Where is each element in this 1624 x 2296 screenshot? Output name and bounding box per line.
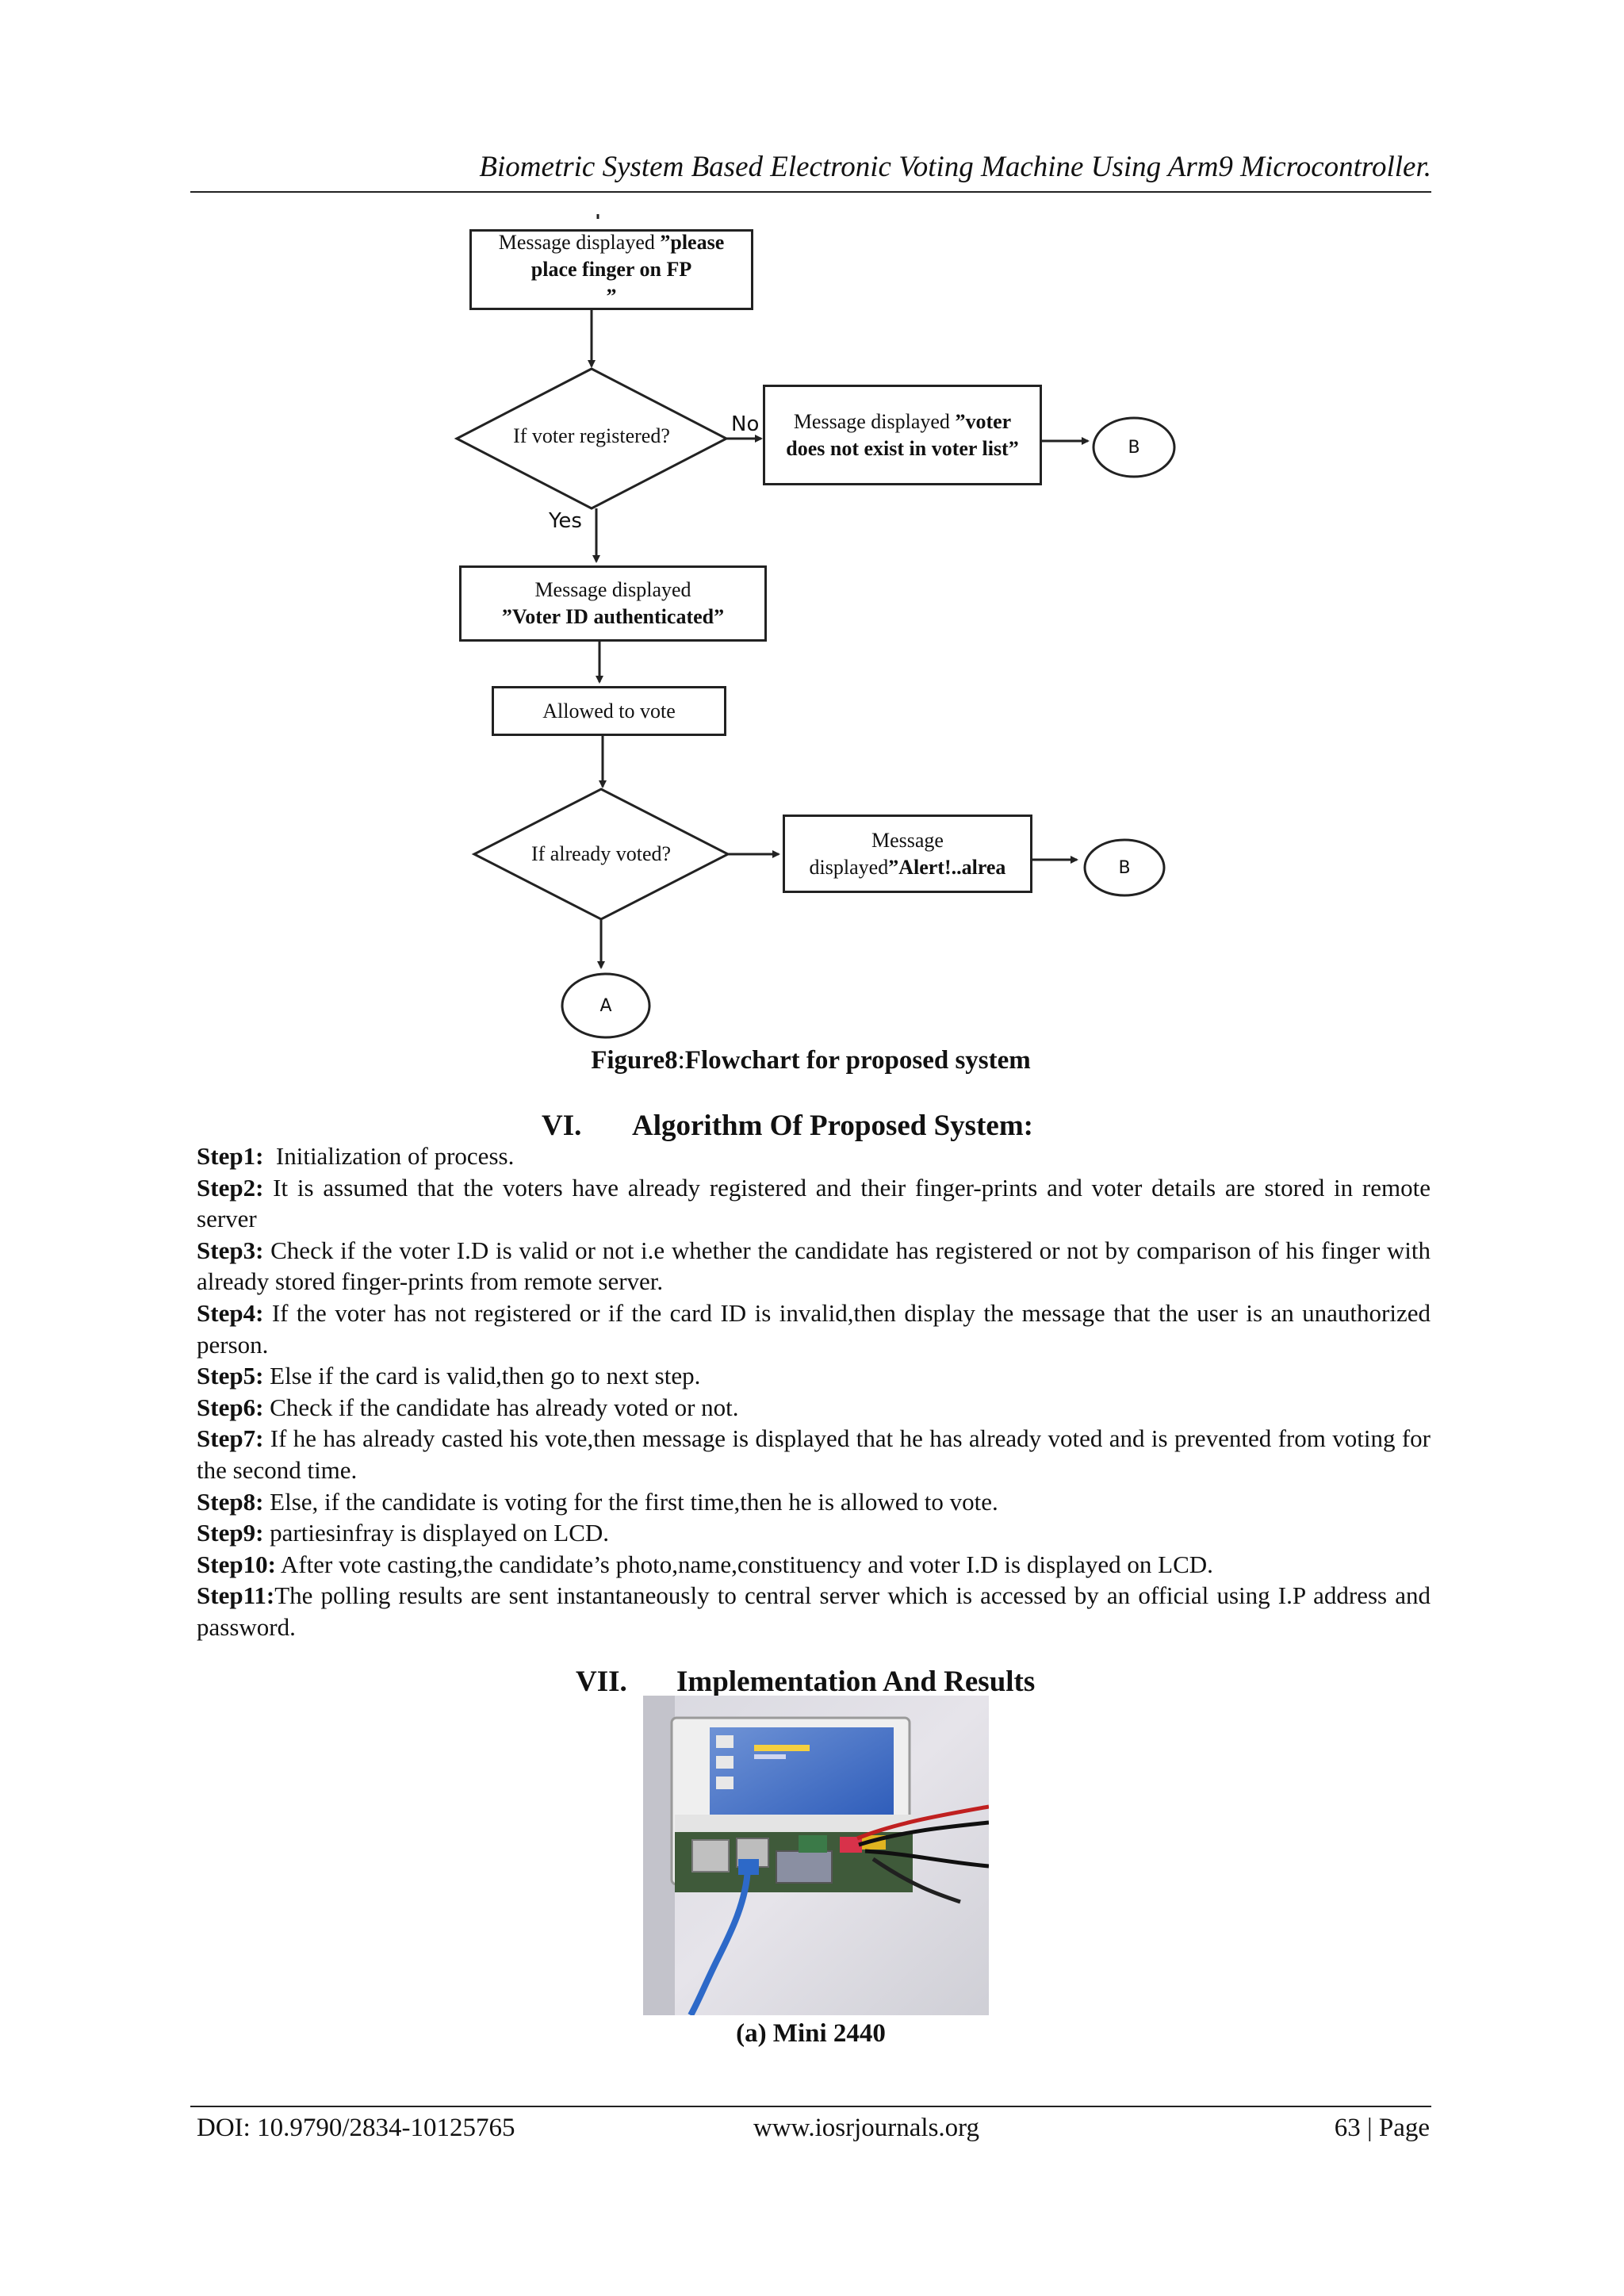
figure8-title: Flowchart for proposed system [684, 1046, 1031, 1075]
box-place-finger: Message displayed ”please place finger o… [469, 229, 753, 310]
footer-page-number: 63 | Page [1334, 2114, 1430, 2142]
figure8-sep: : [677, 1046, 685, 1075]
section7-number: VII. [576, 1665, 627, 1698]
decision-voted-text: If already voted? [530, 842, 672, 865]
step-5: Step5: Else if the card is valid,then go… [197, 1360, 1431, 1392]
section7-title: Implementation And Results [676, 1665, 1036, 1698]
step-8-text: Else, if the candidate is voting for the… [263, 1487, 998, 1516]
connector-b2-label: B [1118, 857, 1131, 878]
step-6: Step6: Check if the candidate has alread… [197, 1392, 1431, 1424]
box-not-exist-normal: Message displayed [793, 409, 956, 433]
connector-b1-label: B [1128, 437, 1140, 458]
step-5-text: Else if the card is valid,then go to nex… [263, 1362, 701, 1390]
box-authenticated-bold: ”Voter ID authenticated” [501, 605, 725, 628]
figure8-caption: Figure8:Flowchart for proposed system [190, 1044, 1431, 1077]
step-9: Step9: partiesinfray is displayed on LCD… [197, 1517, 1431, 1549]
step-4-label: Step4: [197, 1298, 264, 1327]
decision-registered-shape [454, 367, 730, 510]
label-yes: Yes [549, 509, 582, 533]
step-6-label: Step6: [197, 1393, 264, 1421]
box-authenticated: Message displayed ”Voter ID authenticated… [459, 565, 767, 642]
flowchart-lines [454, 214, 1176, 1039]
step-1-text: Initialization of process. [263, 1142, 515, 1170]
step-1-label: Step1: [197, 1142, 264, 1170]
step-9-label: Step9: [197, 1519, 264, 1547]
step-1: Step1: Initialization of process. [197, 1140, 1431, 1172]
step-8: Step8: Else, if the candidate is voting … [197, 1486, 1431, 1518]
box-not-exist: Message displayed ”voter does not exist … [763, 385, 1042, 485]
step-9-text: partiesinfray is displayed on LCD. [263, 1519, 610, 1547]
box-alert-line1: Message [871, 828, 944, 852]
step-3-text: Check if the voter I.D is valid or not i… [197, 1236, 1431, 1296]
box-not-exist-bold: ”voter does not exist in voter list” [786, 409, 1019, 460]
section6-title: Algorithm Of Proposed System: [632, 1110, 1033, 1142]
step-3-label: Step3: [197, 1236, 264, 1264]
step-10-label: Step10: [197, 1550, 276, 1578]
connector-a-shape [561, 972, 651, 1039]
box-place-finger-normal: Message displayed [498, 231, 661, 254]
step-2-text: It is assumed that the voters have alrea… [197, 1173, 1431, 1233]
step-4-text: If the voter has not registered or if th… [197, 1298, 1431, 1359]
step-2: Step2: It is assumed that the voters hav… [197, 1172, 1431, 1235]
connector-b1-shape [1092, 416, 1176, 478]
step-3: Step3: Check if the voter I.D is valid o… [197, 1235, 1431, 1297]
footer-url[interactable]: www.iosrjournals.org [753, 2114, 980, 2142]
step-2-label: Step2: [197, 1173, 264, 1202]
step-8-label: Step8: [197, 1487, 264, 1516]
step-5-label: Step5: [197, 1362, 264, 1390]
connector-a-label: A [599, 995, 612, 1016]
step-4: Step4: If the voter has not registered o… [197, 1297, 1431, 1360]
running-header: Biometric System Based Electronic Voting… [479, 151, 1431, 183]
box-alert-line2: displayed [809, 855, 889, 879]
decision-registered-text: If voter registered? [513, 424, 670, 447]
step-6-text: Check if the candidate has already voted… [263, 1393, 739, 1421]
box-alert-bold: ”Alert!..alrea [888, 855, 1006, 879]
step-7-text: If he has already casted his vote,then m… [197, 1424, 1431, 1484]
photo-caption: (a) Mini 2440 [736, 2019, 886, 2048]
section6-number: VI. [542, 1110, 582, 1142]
step-7-label: Step7: [197, 1424, 264, 1453]
step-10-text: After vote casting,the candidate’s photo… [275, 1550, 1213, 1578]
box-allowed-to-vote: Allowed to vote [492, 686, 726, 736]
header-rule [190, 191, 1431, 193]
step-11-label: Step11: [197, 1581, 275, 1610]
connector-b2-shape [1083, 838, 1166, 897]
figure8-number: Figure8 [591, 1046, 678, 1075]
footer-rule [190, 2106, 1431, 2107]
box-place-finger-tail: ” [606, 285, 617, 308]
footer-doi: DOI: 10.9790/2834-10125765 [197, 2114, 515, 2142]
step-11: Step11:The polling results are sent inst… [197, 1580, 1431, 1642]
step-10: Step10: After vote casting,the candidate… [197, 1549, 1431, 1581]
flowchart: Message displayed ”please place finger o… [444, 208, 1205, 1048]
label-no: No [731, 412, 760, 436]
box-alert: Message displayed”Alert!..alrea [783, 815, 1032, 893]
algorithm-steps: Step1: Initialization of process. Step2:… [197, 1140, 1431, 1643]
box-authenticated-normal: Message displayed [534, 578, 691, 601]
mini2440-photo [643, 1696, 989, 2015]
step-11-text: The polling results are sent instantaneo… [197, 1581, 1431, 1641]
box-place-finger-bold: ”please place finger on FP [530, 231, 725, 281]
step-7: Step7: If he has already casted his vote… [197, 1423, 1431, 1485]
mini2440-photo-drawing [643, 1696, 989, 2015]
